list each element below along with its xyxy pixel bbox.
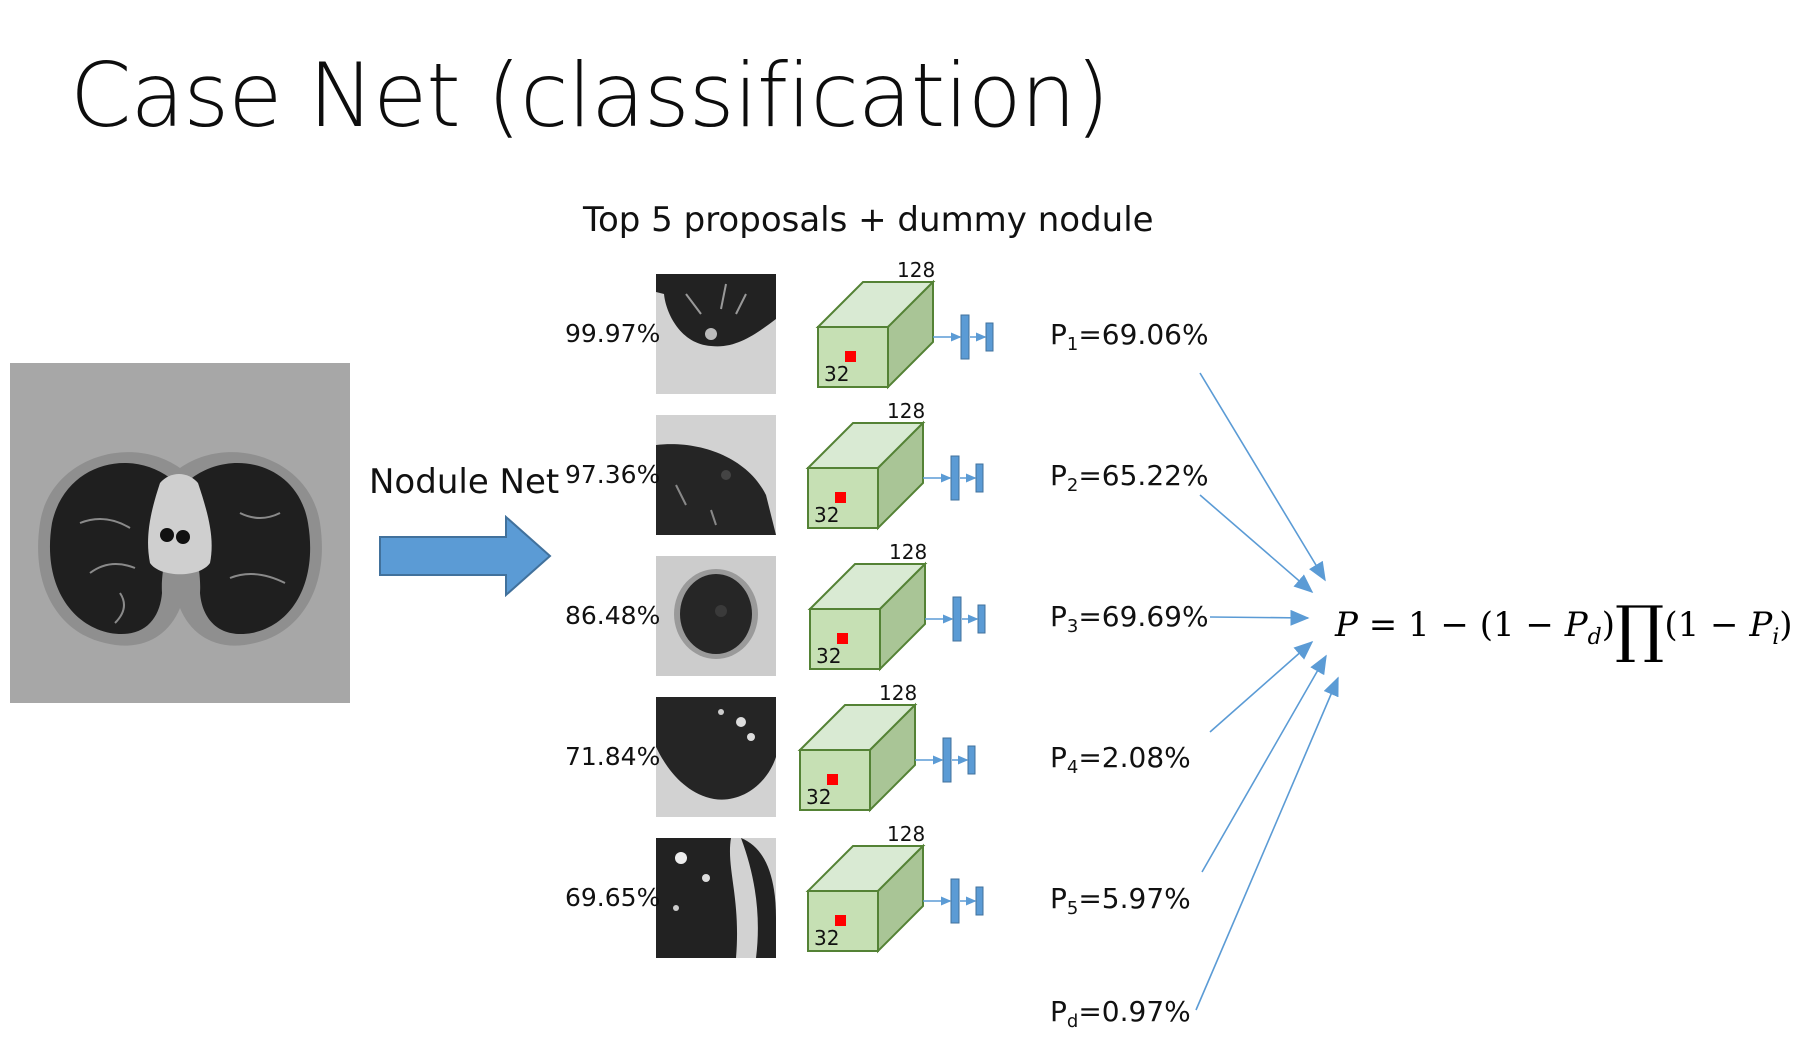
block-2-fc-layer [950, 455, 960, 501]
block-4-fc-layer [942, 737, 952, 783]
block-3-fc-layer [952, 596, 962, 642]
block-4-marker [827, 774, 838, 785]
block-5-dim-front: 32 [814, 926, 839, 950]
block-3-marker [837, 633, 848, 644]
block-1-dim-front: 32 [824, 362, 849, 386]
block-4-dim-top: 128 [879, 681, 917, 705]
block-4-output-layer [967, 745, 976, 775]
slide-title: Case Net (classification) [70, 44, 1110, 147]
lung-ct-illustration [10, 363, 350, 703]
arrow-p4 [1209, 640, 1314, 733]
confidence-label-4: 71.84% [565, 742, 661, 771]
arrow-p1 [1199, 372, 1326, 582]
ct-scan-image [10, 363, 350, 703]
block-2-dim-top: 128 [887, 399, 925, 423]
proposal-thumbnail-1 [656, 274, 776, 394]
block-3-dim-top: 128 [889, 540, 927, 564]
confidence-label-3: 86.48% [565, 601, 661, 630]
block-5-fc-layer [950, 878, 960, 924]
block-1-marker [845, 351, 856, 362]
proposal-thumbnail-5 [656, 838, 776, 958]
block-1-dim-top: 128 [897, 258, 935, 282]
product-symbol: ∏ [1614, 592, 1665, 665]
confidence-label-2: 97.36% [565, 460, 661, 489]
block-4-dim-front: 32 [806, 785, 831, 809]
nodule-net-label: Nodule Net [369, 462, 560, 502]
p-value-2: P2=65.22% [1050, 459, 1209, 496]
p-value-5: P5=5.97% [1050, 882, 1191, 919]
confidence-label-1: 99.97% [565, 319, 661, 348]
arrow-pd [1195, 676, 1339, 1011]
feature-blocks: 128 32 128 32 128 32 128 32 128 32 [797, 258, 994, 954]
probability-formula: P = 1 − (1 − Pd)∏(1 − Pi) [1335, 592, 1793, 665]
arrow-p5 [1201, 654, 1327, 873]
block-4-front [799, 749, 871, 811]
proposal-thumbnail-4 [656, 697, 776, 817]
p-value-1: P1=69.06% [1050, 318, 1209, 355]
block-2-dim-front: 32 [814, 503, 839, 527]
proposal-thumbnail-3 [656, 556, 776, 676]
p-value-3: P3=69.69% [1050, 600, 1209, 637]
block-1-fc-layer [960, 314, 970, 360]
block-5-dim-top: 128 [887, 822, 925, 846]
arrow-p2 [1199, 494, 1314, 594]
block-5-marker [835, 915, 846, 926]
proposal-thumbnail-2 [656, 415, 776, 535]
block-3-output-layer [977, 604, 986, 634]
p-value-dummy: Pd=0.97% [1050, 995, 1191, 1032]
block-5-output-layer [975, 886, 984, 916]
confidence-label-5: 69.65% [565, 883, 661, 912]
block-1-output-layer [985, 322, 994, 352]
nodule-net-arrow [379, 515, 552, 597]
block-2-marker [835, 492, 846, 503]
block-3-dim-front: 32 [816, 644, 841, 668]
p-value-4: P4=2.08% [1050, 741, 1191, 778]
block-2-output-layer [975, 463, 984, 493]
slide-subtitle: Top 5 proposals + dummy nodule [583, 200, 1154, 240]
arrow-p3 [1209, 609, 1310, 626]
